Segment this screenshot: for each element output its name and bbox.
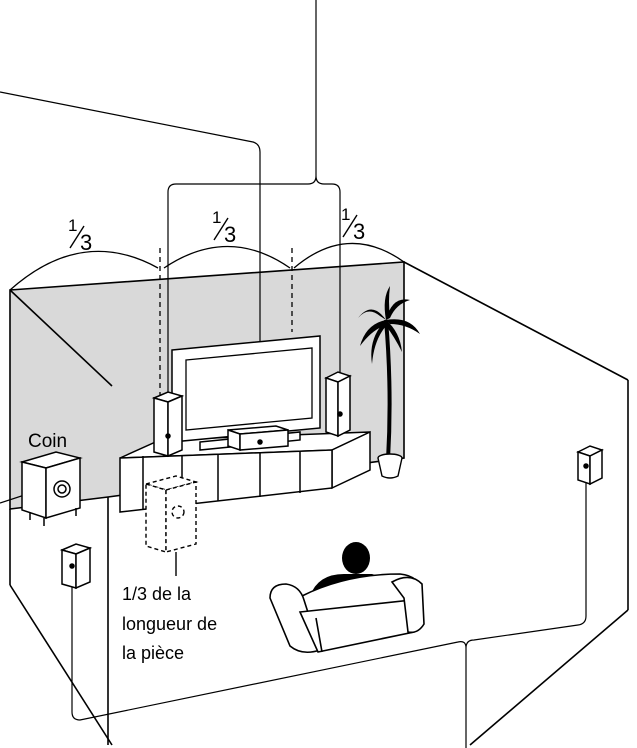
third-arc-right bbox=[293, 242, 405, 269]
sofa bbox=[269, 573, 425, 654]
tv-screen bbox=[185, 347, 313, 431]
callout-front-bracket bbox=[167, 175, 341, 404]
svg-text:3: 3 bbox=[353, 219, 365, 244]
subwoofer-dashed-position bbox=[143, 475, 199, 576]
surround-left-speaker bbox=[59, 543, 93, 590]
center-speaker bbox=[227, 425, 289, 452]
svg-text:3: 3 bbox=[80, 230, 92, 255]
fraction-right: 1 3 bbox=[341, 205, 365, 244]
svg-text:la pièce: la pièce bbox=[122, 643, 184, 663]
surround-right-speaker bbox=[576, 445, 604, 486]
svg-text:3: 3 bbox=[224, 222, 236, 247]
callout-center-line bbox=[0, 91, 261, 440]
subwoofer-corner bbox=[19, 451, 83, 526]
wall-thirds bbox=[9, 242, 405, 395]
svg-text:1: 1 bbox=[68, 216, 77, 235]
listener-seat bbox=[269, 542, 425, 654]
left-wall-diagonal bbox=[9, 289, 113, 387]
front-left-speaker bbox=[151, 391, 185, 458]
svg-text:1: 1 bbox=[341, 205, 350, 224]
front-right-speaker bbox=[324, 371, 352, 438]
corner-label: Coin bbox=[28, 431, 67, 452]
third-arc-center bbox=[163, 245, 291, 269]
room-right-wall-top bbox=[403, 261, 629, 381]
room bbox=[9, 261, 629, 746]
callout-lines bbox=[0, 0, 587, 748]
svg-text:1: 1 bbox=[212, 208, 221, 227]
sub-position-label: 1/3 de la longueur de la pièce bbox=[122, 584, 217, 663]
third-arc-left bbox=[9, 250, 159, 291]
fraction-left: 1 3 bbox=[68, 216, 92, 255]
room-right-floor-edge bbox=[469, 609, 629, 746]
svg-text:1/3 de la: 1/3 de la bbox=[122, 584, 192, 604]
room-left-floor-diagonal bbox=[9, 584, 113, 746]
svg-text:longueur de: longueur de bbox=[122, 614, 217, 634]
fraction-center: 1 3 bbox=[212, 208, 236, 247]
palm-tree-icon bbox=[358, 286, 420, 479]
